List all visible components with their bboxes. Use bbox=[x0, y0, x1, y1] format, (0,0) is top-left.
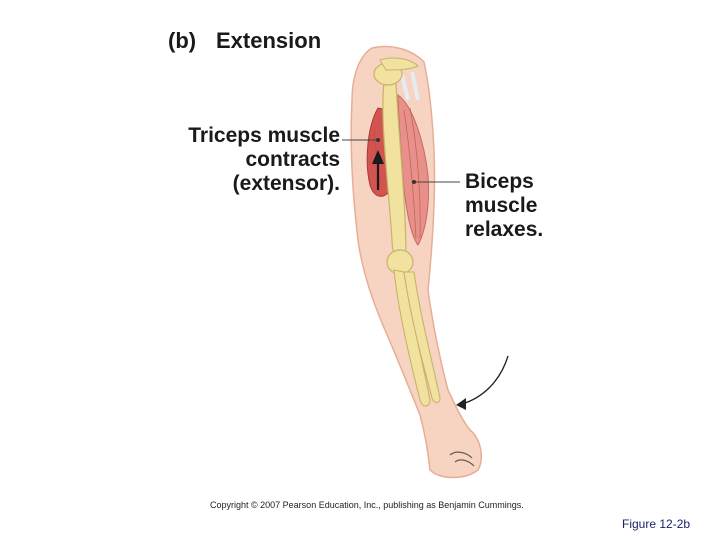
biceps-label-line: muscle bbox=[465, 194, 538, 217]
triceps-leader-dot bbox=[376, 138, 380, 142]
arm-skin bbox=[350, 45, 483, 479]
radius-bone bbox=[403, 271, 441, 404]
triceps-label-line: Triceps muscle bbox=[188, 124, 340, 147]
biceps-label-line: Biceps bbox=[465, 170, 534, 193]
biceps-label-line: relaxes. bbox=[465, 218, 544, 241]
movement-arrowhead bbox=[456, 398, 466, 410]
biceps-leader-dot bbox=[412, 180, 416, 184]
movement-arrow bbox=[461, 355, 509, 405]
copyright-notice: Copyright © 2007 Pearson Education, Inc.… bbox=[210, 500, 524, 510]
triceps-label-line: contracts bbox=[245, 148, 340, 171]
biceps-label: Biceps muscle relaxes. bbox=[465, 170, 543, 242]
figure-title: Extension bbox=[216, 28, 322, 53]
triceps-label-line: (extensor). bbox=[232, 172, 340, 195]
triceps-label: Triceps muscle contracts (extensor). bbox=[160, 124, 340, 196]
hand-fold bbox=[449, 451, 475, 467]
figure-part-label: (b) bbox=[168, 28, 197, 53]
tendon bbox=[400, 71, 420, 101]
elbow-joint bbox=[386, 249, 414, 275]
scapula-bone bbox=[379, 57, 419, 71]
figure-number: Figure 12-2b bbox=[622, 517, 691, 531]
contraction-arrowhead bbox=[372, 150, 384, 164]
